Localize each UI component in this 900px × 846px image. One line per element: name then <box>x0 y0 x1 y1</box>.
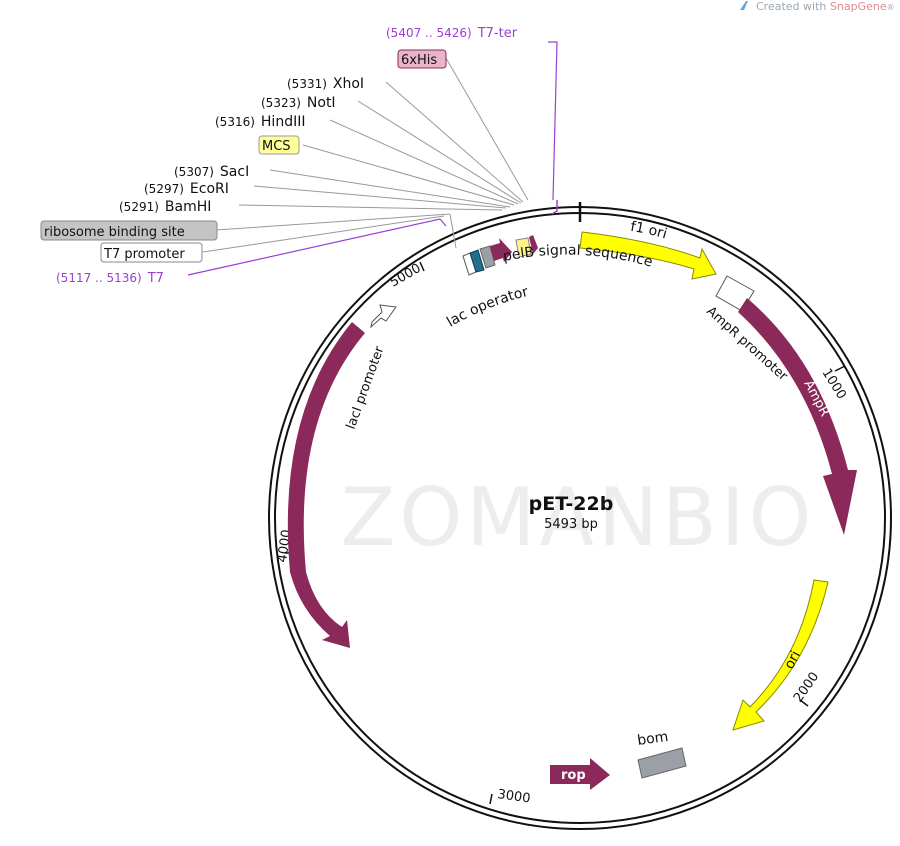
plasmid-name: pET-22b <box>529 493 614 515</box>
label-xhoi[interactable]: (5331)XhoI <box>287 76 364 92</box>
label-noti[interactable]: (5323)NotI <box>261 95 336 111</box>
label-bamhi[interactable]: (5291)BamHI <box>119 199 211 215</box>
plasmid-size: 5493 bp <box>544 517 598 532</box>
svg-text:(5316)HindIII: (5316)HindIII <box>215 114 305 130</box>
svg-text:(5323)NotI: (5323)NotI <box>261 95 336 111</box>
svg-text:2000: 2000 <box>791 670 822 706</box>
svg-text:ori: ori <box>781 648 804 672</box>
credit-text: Created with SnapGene® <box>756 0 895 13</box>
svg-text:(5117 .. 5136)T7: (5117 .. 5136)T7 <box>56 271 164 286</box>
label-t7-promoter[interactable]: T7 promoter <box>100 242 203 263</box>
svg-text:f1 ori: f1 ori <box>629 219 669 243</box>
svg-text:6xHis: 6xHis <box>401 53 437 68</box>
label-t7[interactable]: (5117 .. 5136)T7 <box>56 271 164 286</box>
label-ecori[interactable]: (5297)EcoRI <box>144 181 229 197</box>
svg-text:ribosome binding site: ribosome binding site <box>44 225 185 240</box>
feature-cluster-t7[interactable]: pelB signal sequence lac operator <box>444 235 654 330</box>
feature-rop[interactable]: rop <box>550 758 610 790</box>
svg-text:(5407 .. 5426)T7-ter: (5407 .. 5426)T7-ter <box>386 26 518 41</box>
callout-purple-lines <box>187 41 558 276</box>
feature-ori[interactable]: ori <box>732 579 829 731</box>
feature-bom[interactable]: bom <box>636 729 687 779</box>
tick-2000: 2000 <box>791 670 822 707</box>
label-t7ter[interactable]: (5407 .. 5426)T7-ter <box>386 26 518 41</box>
snapgene-logo-icon <box>740 1 748 10</box>
callout-lines <box>202 57 529 253</box>
svg-text:MCS: MCS <box>262 139 291 154</box>
label-saci[interactable]: (5307)SacI <box>174 164 249 180</box>
svg-text:(5307)SacI: (5307)SacI <box>174 164 249 180</box>
svg-text:(5291)BamHI: (5291)BamHI <box>119 199 211 215</box>
feature-laci[interactable]: lacI <box>287 322 365 648</box>
svg-text:(5331)XhoI: (5331)XhoI <box>287 76 364 92</box>
t7ter-mark <box>551 200 558 215</box>
label-hindiii[interactable]: (5316)HindIII <box>215 114 305 130</box>
svg-text:lac operator: lac operator <box>444 284 530 331</box>
svg-text:lacI: lacI <box>309 476 328 501</box>
snapgene-credit: Created with SnapGene® <box>740 0 895 13</box>
svg-text:5000: 5000 <box>388 261 424 291</box>
svg-text:bom: bom <box>636 729 669 749</box>
watermark: ZOMANBIO <box>341 471 816 564</box>
label-rbs[interactable]: ribosome binding site <box>40 220 218 241</box>
label-mcs[interactable]: MCS <box>258 135 300 155</box>
svg-text:T7 promoter: T7 promoter <box>103 247 185 262</box>
svg-text:3000: 3000 <box>496 787 531 806</box>
label-6xhis[interactable]: 6xHis <box>397 49 447 69</box>
tick-5000: 5000 <box>388 261 425 291</box>
svg-text:rop: rop <box>561 768 586 783</box>
svg-text:(5297)EcoRI: (5297)EcoRI <box>144 181 229 197</box>
svg-text:lacI promoter: lacI promoter <box>344 344 388 432</box>
tick-3000: 3000 <box>489 787 531 807</box>
